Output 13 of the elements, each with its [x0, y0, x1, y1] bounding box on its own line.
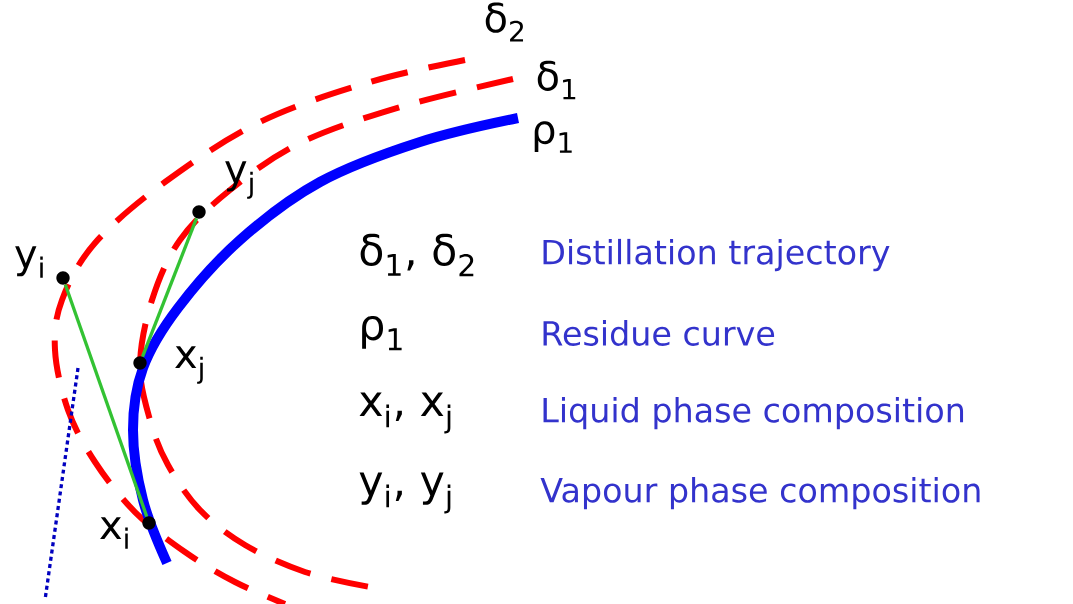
- symbol-label: ρ$_{1}$: [362, 315, 402, 351]
- curve-label: δ$_{1}$: [537, 60, 576, 100]
- symbol-label: δ$_{1}$, δ$_{2}$: [360, 233, 474, 277]
- symbol-label: y$_{i}$, y$_{j}$: [359, 472, 451, 514]
- symbol-label: x$_{i}$, x$_{j}$: [359, 392, 451, 434]
- legend-text: Vapour phase composition: [540, 476, 980, 510]
- legend-text: Liquid phase composition: [543, 396, 964, 430]
- curve-label: ρ$_{1}$: [534, 121, 572, 153]
- tie-line: [63, 284, 149, 517]
- legend-text: Residue curve: [543, 320, 775, 346]
- tie-line: [140, 217, 199, 358]
- curve-label: δ$_{2}$: [485, 2, 523, 42]
- legend-text: Distillation trajectory: [543, 238, 890, 272]
